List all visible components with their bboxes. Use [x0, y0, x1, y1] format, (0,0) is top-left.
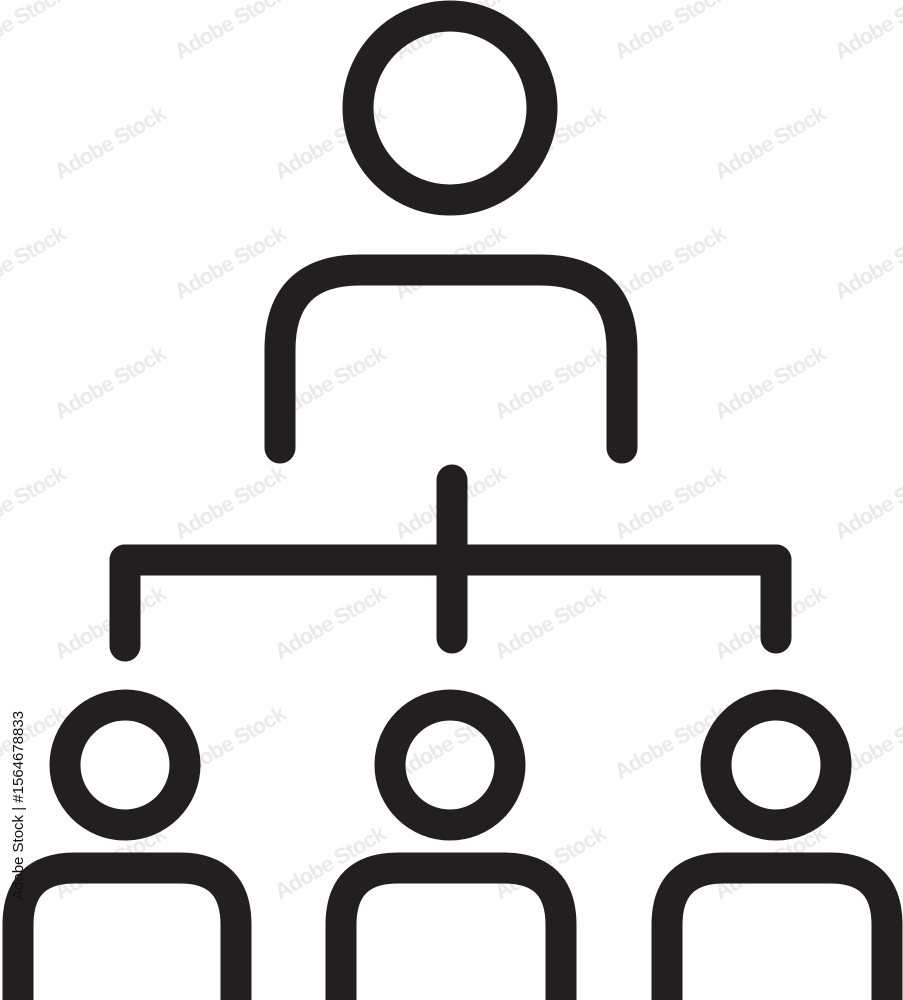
team-member-right-head	[700, 689, 852, 841]
watermark-text: Adobe Stock	[270, 580, 391, 664]
watermark-text: Adobe Stock	[0, 220, 71, 304]
leader-shoulders	[264, 254, 638, 464]
team-member-left-shoulders	[2, 852, 252, 1000]
watermark-text: Adobe Stock	[830, 0, 903, 64]
watermark-text: Adobe Stock	[170, 220, 291, 304]
team-member-left-head	[49, 689, 201, 841]
watermark-text: Adobe Stock	[610, 220, 731, 304]
watermark-text: Adobe Stock	[610, 0, 731, 64]
leader-head	[342, 0, 558, 216]
connector-lines	[109, 464, 792, 662]
watermark-text: Adobe Stock	[710, 340, 831, 424]
watermark-text: Adobe Stock	[50, 100, 171, 184]
watermark-text: Adobe Stock	[610, 460, 731, 544]
watermark-text: Adobe Stock	[710, 100, 831, 184]
watermark-text: Adobe Stock	[0, 0, 71, 64]
team-member-right-icon	[651, 689, 903, 1000]
watermark-text: Adobe Stock	[490, 340, 611, 424]
watermark-text: Adobe Stock	[170, 0, 291, 64]
team-member-left-icon	[2, 689, 252, 1000]
watermark-text: Adobe Stock	[170, 460, 291, 544]
watermark-text: Adobe Stock	[490, 580, 611, 664]
team-member-right-shoulders	[651, 852, 903, 1000]
team-member-center-head	[374, 689, 526, 841]
watermark-text: Adobe Stock	[50, 340, 171, 424]
stock-id-label: Adobe Stock | #1564678833	[10, 710, 27, 900]
watermark-text: Adobe Stock	[0, 460, 71, 544]
team-member-center-icon	[325, 689, 577, 1000]
watermark-text: Adobe Stock	[830, 220, 903, 304]
leader-person-icon	[264, 0, 638, 464]
watermark-text: Adobe Stock	[830, 460, 903, 544]
team-member-center-shoulders	[325, 852, 577, 1000]
